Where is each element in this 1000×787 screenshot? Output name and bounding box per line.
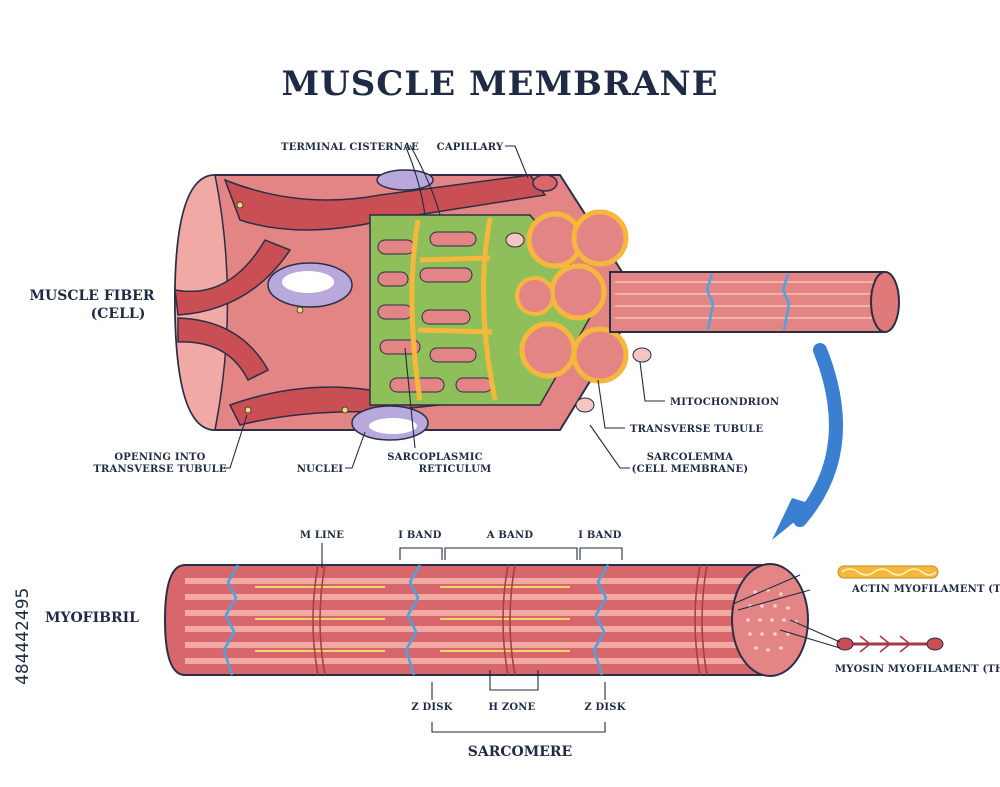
- diagram-title: MUSCLE MEMBRANE: [281, 64, 718, 104]
- tubule-opening-1: [244, 406, 252, 414]
- label-sarcoplasmic: SARCOPLASMIC: [387, 452, 483, 463]
- tubule-opening-3: [236, 201, 244, 209]
- label-myosin: MYOSIN MYOFILAMENT (THICK): [835, 664, 1000, 675]
- label-capillary: CAPILLARY: [437, 142, 504, 153]
- capillary-end: [174, 239, 292, 316]
- label-opening: OPENING INTO: [114, 452, 205, 463]
- protruding-myofibril-end: [870, 271, 900, 333]
- muscle-fiber-illustration: [173, 169, 900, 441]
- capillary-top: [223, 174, 547, 231]
- myofibril-illustration: [163, 563, 944, 677]
- z-disk-line-1: [222, 564, 240, 676]
- label-muscle-fiber: MUSCLE FIBER: [30, 288, 155, 304]
- protruding-z-line-1: [705, 273, 715, 331]
- actin-filament-icon: [837, 565, 939, 579]
- label-sarcomere: SARCOMERE: [468, 744, 572, 760]
- z-disk-line-3: [592, 564, 610, 676]
- protruding-myofibril-striations: [615, 281, 880, 319]
- label-m-line: M LINE: [300, 530, 344, 541]
- z-disk-line-2: [404, 564, 422, 676]
- label-z-disk-right: Z DISK: [584, 702, 625, 713]
- myofibril-stripes: [185, 578, 765, 664]
- label-mitochondrion: MITOCHONDRION: [670, 397, 779, 408]
- label-h-zone: H ZONE: [489, 702, 536, 713]
- mitochondrion-1: [505, 232, 525, 248]
- label-nuclei: NUCLEI: [297, 464, 343, 475]
- label-sarcolemma-cell-membrane: (CELL MEMBRANE): [632, 464, 749, 475]
- protruding-z-line-2: [781, 273, 791, 331]
- zoom-arrow: [772, 343, 843, 540]
- nucleus-1-highlight: [282, 271, 334, 293]
- stock-id-text: 484442495: [13, 588, 33, 685]
- myofibril-end: [731, 563, 809, 677]
- tubule-opening-4: [341, 406, 349, 414]
- transverse-tubule-network: [409, 217, 498, 401]
- mitochondrion-3: [575, 397, 595, 413]
- label-a-band: A BAND: [486, 530, 534, 541]
- tubule-opening-2: [296, 306, 304, 314]
- m-lines: [312, 564, 708, 676]
- label-opening-tubule: TRANSVERSE TUBULE: [93, 464, 226, 475]
- label-sarcolemma: SARCOLEMMA: [647, 452, 734, 463]
- myofibril-cross-sections: [515, 209, 629, 384]
- label-sarcoplasmic-reticulum: RETICULUM: [419, 464, 492, 475]
- capillary-opening: [532, 174, 558, 192]
- label-muscle-fiber-cell: (CELL): [91, 306, 146, 322]
- label-actin: ACTIN MYOFILAMENT (THIN): [851, 584, 1000, 595]
- label-z-disk-left: Z DISK: [411, 702, 452, 713]
- label-terminal-cisternae: TERMINAL CISTERNAE: [281, 142, 419, 153]
- svg-text:484442495: 484442495: [13, 588, 33, 685]
- mitochondrion-2: [632, 347, 652, 363]
- capillary-end-lower: [177, 317, 270, 382]
- myofibril-end-dots: [746, 588, 798, 652]
- label-i-band-right: I BAND: [578, 530, 622, 541]
- label-i-band-left: I BAND: [398, 530, 442, 541]
- label-myofibril: MYOFIBRIL: [45, 610, 139, 626]
- nucleus-2-highlight: [369, 418, 417, 434]
- label-transverse-tubule: TRANSVERSE TUBULE: [630, 424, 763, 435]
- myosin-filament-icon: [836, 635, 944, 653]
